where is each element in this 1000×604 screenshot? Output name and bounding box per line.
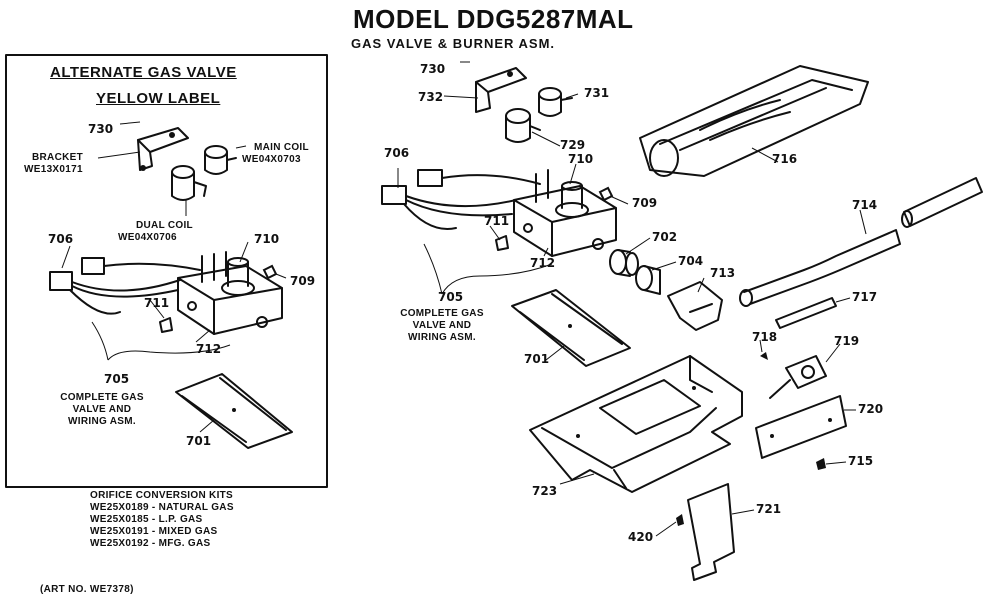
callout-732: 732	[418, 90, 444, 104]
inset-callout-730: 730	[88, 122, 114, 136]
inset-callout-712: 712	[196, 342, 222, 356]
main-gas-pipe	[739, 229, 901, 307]
main-base-bracket	[529, 355, 743, 493]
main-sensor-719	[769, 355, 827, 399]
callout-718: 718	[752, 330, 778, 344]
callout-723: 723	[532, 484, 558, 498]
main-coil-label: MAIN COIL	[254, 142, 309, 153]
bracket-label: BRACKET	[32, 152, 83, 163]
bracket-part-number: WE13X0171	[24, 164, 83, 175]
main-burner-tube	[639, 65, 869, 177]
main-caption: COMPLETE GAS VALVE AND WIRING ASM.	[400, 308, 484, 343]
callout-721: 721	[756, 502, 782, 516]
conversion-kit-item: WE25X0192 - MFG. GAS	[90, 538, 211, 549]
inset-heading: ALTERNATE GAS VALVE	[50, 64, 237, 81]
conversion-kits: ORIFICE CONVERSION KITS WE25X0189 - NATU…	[90, 490, 234, 550]
conversion-kit-item: WE25X0189 - NATURAL GAS	[90, 502, 234, 513]
main-pin-717	[775, 297, 837, 329]
callout-729: 729	[560, 138, 586, 152]
callout-716: 716	[772, 152, 798, 166]
callout-712: 712	[530, 256, 556, 270]
conversion-kit-item: WE25X0185 - L.P. GAS	[90, 514, 203, 525]
main-valve-body	[513, 169, 617, 257]
inset-bracket	[137, 127, 189, 171]
inset-subheading: YELLOW LABEL	[96, 90, 221, 107]
inset-callout-710: 710	[254, 232, 280, 246]
conversion-kits-heading: ORIFICE CONVERSION KITS	[90, 490, 234, 501]
main-short-pipe	[901, 177, 983, 228]
callout-709: 709	[632, 196, 658, 210]
callout-730: 730	[420, 62, 446, 76]
callout-713: 713	[710, 266, 736, 280]
callout-711: 711	[484, 214, 510, 228]
callout-420: 420	[628, 530, 654, 544]
dual-coil-label: DUAL COIL	[136, 220, 193, 231]
main-coil-part-number: WE04X0703	[242, 154, 301, 165]
callout-710: 710	[568, 152, 594, 166]
inset-plate	[175, 373, 293, 449]
page-subtitle: GAS VALVE & BURNER ASM.	[351, 36, 556, 51]
main-coil-731	[538, 87, 573, 117]
callout-720: 720	[858, 402, 884, 416]
inset-callout-711: 711	[144, 296, 170, 310]
callout-705: 705	[438, 290, 464, 304]
inset-dual-coil	[171, 165, 207, 201]
inset-callout-709: 709	[290, 274, 316, 288]
inset-caption: COMPLETE GAS VALVE AND WIRING ASM.	[60, 392, 144, 427]
main-bracket	[475, 67, 527, 113]
main-fittings	[609, 249, 661, 295]
inset-callout-705: 705	[104, 372, 130, 386]
callout-702: 702	[652, 230, 678, 244]
main-coil-729	[505, 108, 541, 143]
main-plate-720	[755, 395, 847, 459]
callout-717: 717	[852, 290, 878, 304]
inset-main-coil	[204, 145, 237, 175]
main-plate-701	[511, 289, 631, 367]
callout-715: 715	[848, 454, 874, 468]
conversion-kit-item: WE25X0191 - MIXED GAS	[90, 526, 218, 537]
callout-719: 719	[834, 334, 860, 348]
callout-706: 706	[384, 146, 410, 160]
callout-731: 731	[584, 86, 610, 100]
inset-wiring-harness	[49, 257, 201, 315]
callout-704: 704	[678, 254, 704, 268]
inset-callout-706: 706	[48, 232, 74, 246]
callout-701: 701	[524, 352, 550, 366]
main-shield-721	[687, 483, 735, 581]
inset-frame	[5, 54, 328, 488]
art-number: (ART NO. WE7378)	[40, 584, 134, 595]
dual-coil-part-number: WE04X0706	[118, 232, 177, 243]
inset-callout-701: 701	[186, 434, 212, 448]
main-orifice-fitting	[667, 281, 723, 331]
inset-valve-body	[177, 251, 283, 335]
callout-714: 714	[852, 198, 878, 212]
page-title: MODEL DDG5287MAL	[353, 4, 634, 34]
main-wiring-harness	[381, 169, 541, 230]
